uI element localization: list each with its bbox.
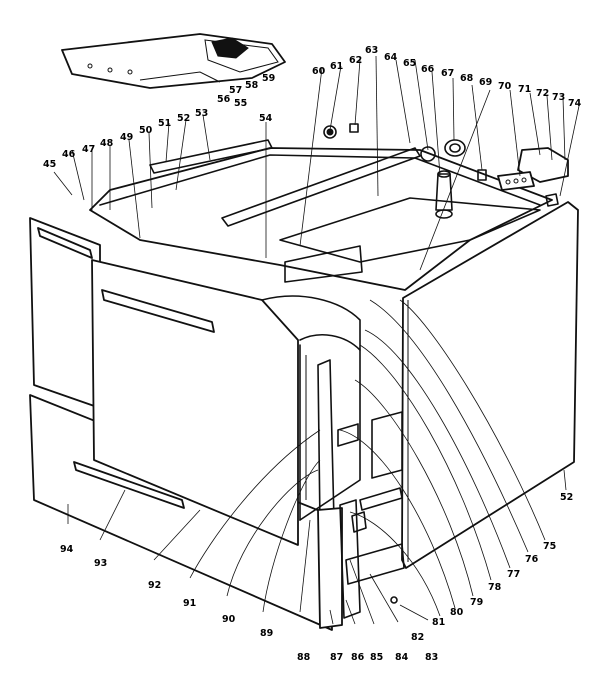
- part-label-72: 72: [536, 88, 549, 99]
- part-label-58: 58: [245, 80, 259, 91]
- part-label-51: 51: [158, 118, 171, 129]
- part-label-67: 67: [441, 68, 454, 79]
- part-label-65: 65: [403, 58, 416, 69]
- part-label-57: 57: [229, 85, 242, 96]
- part-label-90: 90: [222, 614, 236, 625]
- part-label-60: 60: [312, 66, 326, 77]
- drum-assembly: [261, 295, 403, 526]
- part-label-48: 48: [100, 138, 114, 149]
- part-label-76: 76: [525, 554, 539, 565]
- part-label-64: 64: [384, 52, 398, 63]
- part-label-83: 83: [425, 652, 438, 663]
- part-label-84: 84: [395, 652, 409, 663]
- part-label-85: 85: [370, 652, 383, 663]
- top-cover-plate: [61, 33, 286, 89]
- part-label-63: 63: [365, 45, 378, 56]
- part-label-80: 80: [450, 607, 464, 618]
- cabinet-top-frame: [89, 139, 553, 291]
- part-label-92: 92: [148, 580, 161, 591]
- part-label-71: 71: [518, 84, 531, 95]
- part-label-69: 69: [479, 77, 492, 88]
- part-label-78: 78: [488, 582, 502, 593]
- part-label-54: 54: [259, 113, 273, 124]
- part-label-82: 82: [411, 632, 424, 643]
- leader-lines: [53, 55, 580, 625]
- part-number-labels: 45 46 47 48 49 50 51 52 53 54 55 56 57 5…: [43, 45, 582, 663]
- part-label-93: 93: [94, 558, 107, 569]
- part-label-46: 46: [62, 149, 76, 160]
- center-front-door: [73, 259, 299, 546]
- part-label-87: 87: [330, 652, 343, 663]
- part-label-53: 53: [195, 108, 208, 119]
- right-side-panel: [401, 201, 579, 569]
- part-label-50: 50: [139, 125, 153, 136]
- part-label-55: 55: [234, 98, 247, 109]
- part-label-74: 74: [568, 98, 582, 109]
- part-label-73: 73: [552, 92, 565, 103]
- left-upper-door: [29, 217, 101, 409]
- part-label-62: 62: [349, 55, 362, 66]
- part-label-75: 75: [543, 541, 556, 552]
- part-label-79: 79: [470, 597, 483, 608]
- part-label-52-top: 52: [177, 113, 190, 124]
- part-label-94: 94: [60, 544, 74, 555]
- part-label-47: 47: [82, 144, 95, 155]
- part-label-70: 70: [498, 81, 512, 92]
- part-label-89: 89: [260, 628, 273, 639]
- part-label-77: 77: [507, 569, 520, 580]
- part-label-45: 45: [43, 159, 56, 170]
- lower-front-components: [317, 487, 405, 629]
- part-label-91: 91: [183, 598, 196, 609]
- part-label-68: 68: [460, 73, 474, 84]
- part-label-81: 81: [432, 617, 445, 628]
- small-parts-cluster: [323, 123, 569, 207]
- part-label-61: 61: [330, 61, 343, 72]
- part-label-88: 88: [297, 652, 311, 663]
- part-label-59: 59: [262, 73, 275, 84]
- part-label-52-right: 52: [560, 492, 573, 503]
- part-label-49: 49: [120, 132, 133, 143]
- part-label-56: 56: [217, 94, 231, 105]
- part-label-86: 86: [351, 652, 365, 663]
- part-label-66: 66: [421, 64, 435, 75]
